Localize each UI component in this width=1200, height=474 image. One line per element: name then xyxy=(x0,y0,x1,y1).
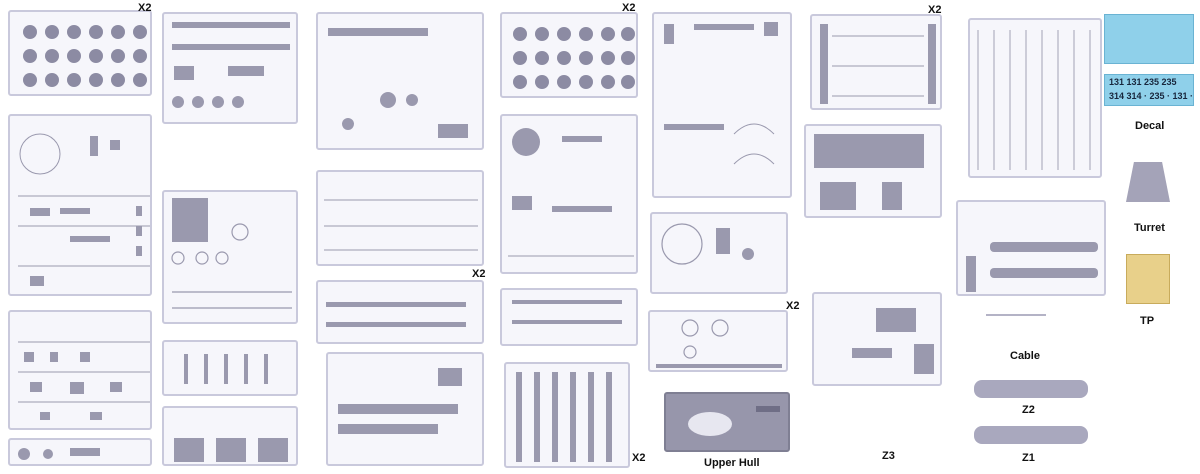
z1-label: Z1 xyxy=(1022,452,1035,464)
decal-numbers-row-2: 314 314 · 235 · 131 · xyxy=(1109,91,1194,101)
sprue-quantity-label: X2 xyxy=(622,2,636,14)
z2-part xyxy=(974,380,1088,398)
sprue-f xyxy=(162,340,298,396)
sprue-r xyxy=(804,124,942,218)
cable-part xyxy=(986,314,1046,316)
road-wheels-drawing xyxy=(513,27,635,89)
sprue-parts-drawing xyxy=(512,300,622,324)
sprue-j xyxy=(316,280,484,344)
sprue-quantity-label: X2 xyxy=(138,2,152,14)
photo-etch-part xyxy=(1126,254,1170,304)
sprue-q xyxy=(810,14,942,110)
z3-label: Z3 xyxy=(882,450,895,462)
sprue-b xyxy=(8,310,152,430)
sprue-parts-drawing xyxy=(661,223,754,265)
sprue-s xyxy=(956,200,1106,296)
upper-hull-part xyxy=(664,392,790,452)
sprue-track-pins xyxy=(968,18,1102,178)
upper-hull-label: Upper Hull xyxy=(704,457,760,469)
sprue-quantity-label: X2 xyxy=(472,268,486,280)
cable-label: Cable xyxy=(1010,350,1040,362)
sprue-quantity-label: X2 xyxy=(786,300,800,312)
sprue-n xyxy=(652,12,792,198)
turret-label: Turret xyxy=(1134,222,1165,234)
sprue-parts-drawing xyxy=(18,341,150,420)
sprue-c xyxy=(8,438,152,466)
sprue-e xyxy=(162,190,298,324)
sprue-parts-drawing xyxy=(184,354,268,384)
tp-label: TP xyxy=(1140,315,1155,327)
sprue-z3 xyxy=(812,292,942,386)
sprue-quantity-label: X2 xyxy=(632,452,646,464)
sprue-parts-drawing xyxy=(814,134,924,210)
sprue-parts-drawing xyxy=(852,308,934,374)
sprue-d xyxy=(162,12,298,124)
sprue-m xyxy=(500,288,638,346)
track-links-drawing xyxy=(820,24,936,104)
sprue-parts-drawing xyxy=(174,438,288,462)
sprue-parts-drawing xyxy=(338,368,462,434)
sprue-h xyxy=(316,12,484,150)
sprue-parts-drawing xyxy=(326,302,466,327)
decal-numbers-row-1: 131 131 235 235 xyxy=(1109,77,1177,87)
sprue-parts-drawing xyxy=(328,28,468,138)
track-links-drawing xyxy=(516,372,612,462)
sprue-parts-drawing xyxy=(324,199,478,251)
sprue-wheels-a xyxy=(8,10,152,96)
sprue-k xyxy=(326,352,484,466)
road-wheels-drawing xyxy=(23,25,147,87)
z1-part xyxy=(974,426,1088,444)
sprue-l xyxy=(500,114,638,274)
track-pins-drawing xyxy=(977,30,1091,170)
sprue-o xyxy=(650,212,788,294)
upper-hull-drawing xyxy=(688,406,780,436)
turret-part xyxy=(1126,162,1170,202)
sprue-a xyxy=(8,114,152,296)
decal-sheet-numbers: 131 131 235 235 314 314 · 235 · 131 · xyxy=(1104,74,1194,106)
decal-sheet-top xyxy=(1104,14,1194,64)
sprue-parts-drawing xyxy=(18,133,150,286)
sprue-parts-drawing xyxy=(171,198,292,309)
sprue-wheels-b xyxy=(500,12,638,98)
sprue-i xyxy=(316,170,484,266)
sprue-parts-drawing xyxy=(18,448,100,460)
decal-label: Decal xyxy=(1135,120,1165,132)
sprue-parts-drawing xyxy=(966,242,1098,292)
sprue-g xyxy=(162,406,298,466)
sprue-parts-drawing xyxy=(172,22,290,108)
sprue-tracks xyxy=(504,362,630,468)
sprue-quantity-label: X2 xyxy=(928,4,942,16)
sprue-parts-drawing xyxy=(656,319,782,368)
sprue-parts-drawing xyxy=(508,128,634,257)
sprue-p xyxy=(648,310,788,372)
z2-label: Z2 xyxy=(1022,404,1035,416)
sprue-parts-drawing xyxy=(664,22,778,165)
